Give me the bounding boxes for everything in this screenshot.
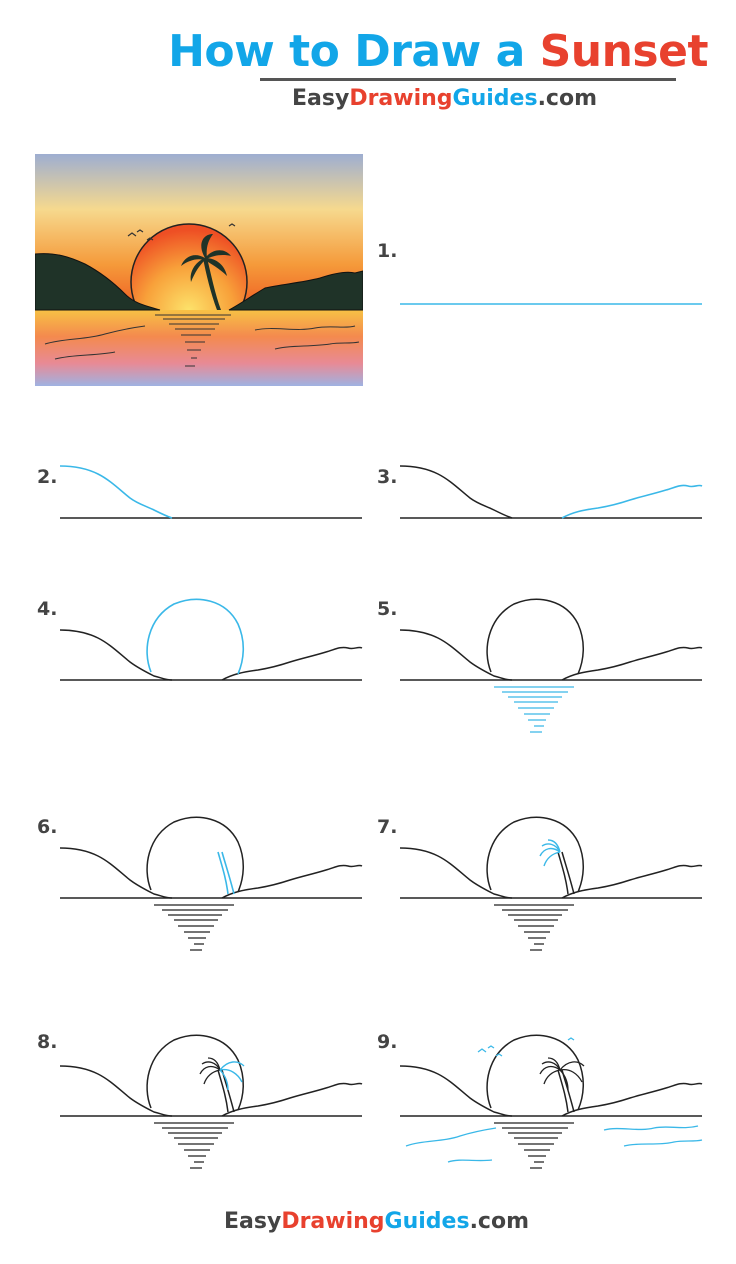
step-4-drawing: [59, 598, 363, 681]
step-1-drawing: [400, 303, 702, 305]
step-9-drawing: [399, 1034, 703, 1169]
brand-logo-bottom: EasyDrawingGuides.com: [224, 1209, 529, 1235]
title-highlight: Sunset: [539, 26, 709, 77]
brand-logo-top: EasyDrawingGuides.com: [292, 86, 597, 112]
step-2-drawing: [59, 465, 362, 519]
step-label-8: 8.: [37, 1031, 58, 1053]
step-8-drawing: [59, 1034, 363, 1169]
step-label-2: 2.: [37, 466, 58, 488]
brand-word-easy: Easy: [292, 86, 350, 111]
title-underline: [260, 78, 676, 81]
step-label-9: 9.: [377, 1031, 398, 1053]
step-label-4: 4.: [37, 598, 58, 620]
title-main: How to Draw a: [168, 26, 540, 77]
step-6-drawing: [59, 816, 363, 951]
step-label-1: 1.: [377, 240, 398, 262]
step-label-5: 5.: [377, 598, 398, 620]
brand-word-com: .com: [537, 86, 598, 111]
footer-word-drawing: Drawing: [281, 1209, 385, 1234]
step-label-7: 7.: [377, 816, 398, 838]
footer-word-com: .com: [469, 1209, 530, 1234]
step-7-drawing: [399, 816, 703, 951]
footer-word-guides: Guides: [384, 1209, 470, 1234]
footer-word-easy: Easy: [224, 1209, 282, 1234]
page-title: How to Draw a Sunset: [0, 26, 736, 78]
step-3-drawing: [399, 465, 703, 519]
step-5-drawing: [399, 598, 703, 733]
brand-word-drawing: Drawing: [349, 86, 453, 111]
step-label-6: 6.: [37, 816, 58, 838]
brand-word-guides: Guides: [452, 86, 538, 111]
finished-sunset-illustration: [35, 154, 363, 386]
step-label-3: 3.: [377, 466, 398, 488]
